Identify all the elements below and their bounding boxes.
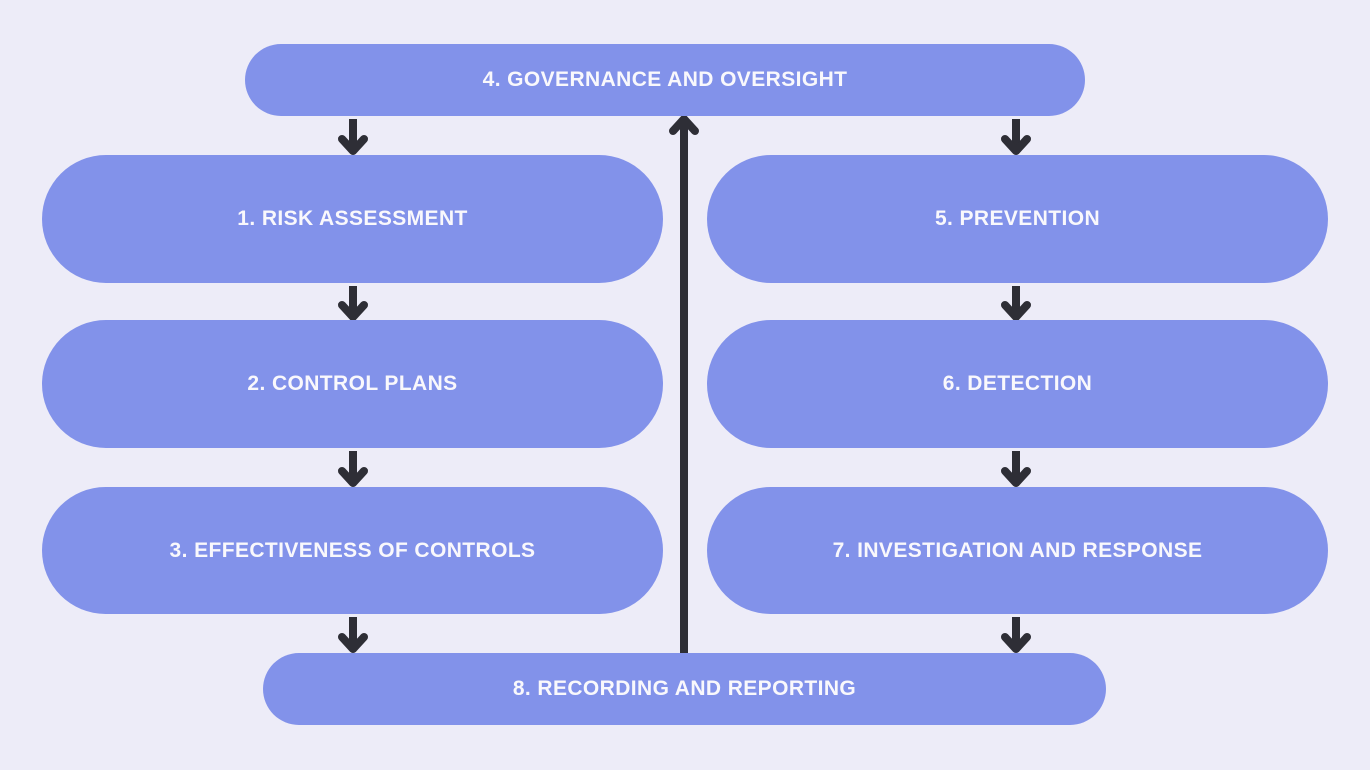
node-detection: 6. DETECTION [707,320,1328,448]
node-risk-assessment: 1. RISK ASSESSMENT [42,155,663,283]
node-label: 1. RISK ASSESSMENT [237,207,468,230]
node-control-plans: 2. CONTROL PLANS [42,320,663,448]
arrow-prevention-to-detection [1001,286,1031,321]
node-investigation-and-response: 7. INVESTIGATION AND RESPONSE [707,487,1328,614]
arrow-detection-to-investigation [1001,451,1031,487]
arrow-effectiveness-to-recording [338,617,368,653]
arrow-governance-to-risk-assessment [338,119,368,155]
node-governance-and-oversight: 4. GOVERNANCE AND OVERSIGHT [245,44,1085,116]
node-prevention: 5. PREVENTION [707,155,1328,283]
arrow-governance-to-prevention [1001,119,1031,155]
node-label: 7. INVESTIGATION AND RESPONSE [832,538,1203,562]
node-recording-and-reporting: 8. RECORDING AND REPORTING [263,653,1106,725]
node-label: 5. PREVENTION [934,207,1101,230]
node-label: 3. EFFECTIVENESS OF CONTROLS [169,538,536,562]
node-label: 4. GOVERNANCE AND OVERSIGHT [482,68,848,91]
node-effectiveness-of-controls: 3. EFFECTIVENESS OF CONTROLS [42,487,663,614]
arrow-control-plans-to-effectiveness [338,451,368,487]
node-label: 6. DETECTION [942,372,1093,395]
node-label: 2. CONTROL PLANS [247,372,458,395]
arrow-recording-to-governance [669,115,699,653]
node-label: 8. RECORDING AND REPORTING [512,677,857,700]
arrow-risk-assessment-to-control-plans [338,286,368,321]
arrow-investigation-to-recording [1001,617,1031,653]
